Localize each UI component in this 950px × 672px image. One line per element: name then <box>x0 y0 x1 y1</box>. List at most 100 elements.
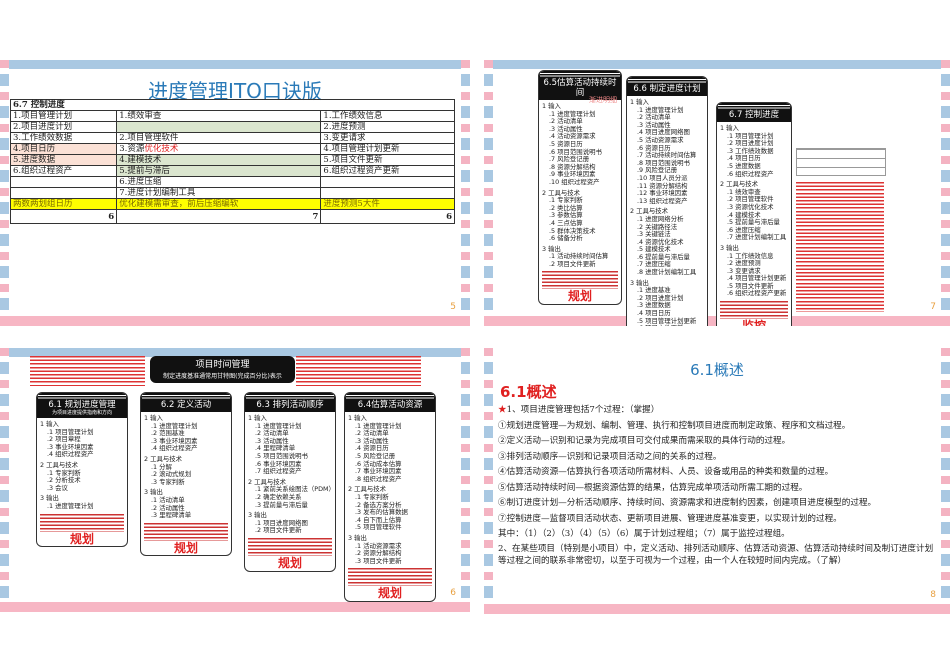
list-item: .2 进度预测 <box>727 259 761 268</box>
list-item: .1 项目管理计划 <box>727 131 774 140</box>
section-label: 1 输入 <box>248 414 267 422</box>
list-item: .1 进度管理计划 <box>355 421 402 430</box>
list-item: .2 活动清单 <box>637 113 671 122</box>
list-item: .5 项目管理计划更新 <box>637 316 697 325</box>
section-label: 2 工具与技术 <box>348 485 387 494</box>
table-heading: 6.7 控制进度 <box>10 99 455 111</box>
section-tools: 2 工具与技术.1 专家判断.2 类比估算.3 参数估算.4 三点估算.5 群体… <box>539 188 621 243</box>
section-inputs: 1 输入.1 项目管理计划.2 项目章程.3 事业环境因素.4 组织过程资产 <box>37 420 127 459</box>
list-item: .4 组织过程资产 <box>151 444 198 453</box>
list-item: .2 项目章程 <box>47 435 81 444</box>
frame-top <box>0 348 470 357</box>
list-item: .1 分解 <box>151 462 172 471</box>
section-outputs: 3 输出.1 进度基准.2 项目进度计划.3 进度数据.4 项目日历.5 项目管… <box>627 279 707 326</box>
line: ⑥制订进度计划—分析活动顺序、持续时间、资源需求和进度制约因素，创建项目进度模型… <box>498 497 877 508</box>
list-item: .9 事业环境因素 <box>549 170 596 179</box>
process-group-tag: 规划 <box>377 586 402 601</box>
cell: 6.组织过程资产 <box>9 165 118 177</box>
section-outputs: 3 输出.1 活动清单.2 活动属性.3 里程碑清单 <box>141 489 231 519</box>
section-label: 3 输出 <box>144 488 163 497</box>
list-item: .2 资源分解结构 <box>355 549 402 558</box>
frame-left <box>484 60 493 326</box>
list-item: .5 进度数据 <box>727 161 761 170</box>
center-subtitle: 制定进度基准通常用甘特图(完成百分比)表示 <box>163 373 282 380</box>
header-note <box>540 73 620 78</box>
section-label: 2 工具与技术 <box>542 188 581 197</box>
list-item: .2 项目进度计划 <box>727 139 774 148</box>
list-item: .3 提前量与滞后量 <box>255 500 308 509</box>
annotation-note <box>348 568 432 587</box>
list-item: .4 项目管理计划更新 <box>727 274 787 283</box>
list-item: .3 资源优化技术 <box>727 202 774 211</box>
list-item: .2 活动清单 <box>255 429 289 438</box>
slide-3: 项目时间管理 制定进度基准通常用甘特图(完成百分比)表示 6.1 规划进度管理为… <box>0 348 470 612</box>
list-item: .8 进度计划编制工具 <box>637 268 697 277</box>
annotation-note <box>40 513 124 532</box>
section-tools: 2 工具与技术.1 紧前关系绘图法（PDM）.2 确定依赖关系.3 提前量与滞后… <box>245 478 335 509</box>
cell: 5.进度数据 <box>9 154 118 166</box>
list-item: .7 事业环境因素 <box>355 467 402 476</box>
panel-title: 6.5估算活动持续时间 <box>543 78 617 98</box>
header-note <box>346 395 434 400</box>
list-item: .1 活动清单 <box>151 495 185 504</box>
list-item: .1 专家判断 <box>549 196 583 205</box>
annotation-notes <box>30 356 145 386</box>
list-item: .6 储备分析 <box>549 234 583 243</box>
time-management-header: 项目时间管理 制定进度基准通常用甘特图(完成百分比)表示 <box>150 356 295 383</box>
process-group-tag: 规划 <box>69 531 94 546</box>
page-number: 6 <box>450 588 456 598</box>
list-item: .3 专家判断 <box>151 477 185 486</box>
section-inputs: 1 输入.1 进度管理计划.2 活动清单.3 活动属性.4 里程碑清单.5 项目… <box>245 414 335 476</box>
list-item: .3 事业环境因素 <box>151 436 198 445</box>
cell: 2.进度预测 <box>320 121 455 133</box>
section-label: 2 工具与技术 <box>630 207 669 216</box>
section-tools: 2 工具与技术.1 分解.2 滚动式规划.3 专家判断 <box>141 455 231 486</box>
list-item: .1 进度管理计划 <box>151 421 198 430</box>
section-label: 1 输入 <box>144 414 163 422</box>
cell: 5.项目文件更新 <box>320 154 455 166</box>
list-item: .3 事业环境因素 <box>47 442 94 451</box>
list-item: .5 提前量与滞后量 <box>727 218 780 227</box>
panel-title: 6.1 规划进度管理 <box>48 400 116 410</box>
line: 2、在某些项目（特别是小项目）中，定义活动、排列活动顺序、估算活动资源、估算活动… <box>498 543 934 567</box>
list-item: .6 提前量与滞后量 <box>637 252 690 261</box>
side-note: 渐进明细 <box>589 96 617 104</box>
section-outputs: 3 输出.1 项目进度网络图.2 项目文件更新 <box>245 512 335 535</box>
section-tools: 2 工具与技术.1 绩效审查.2 项目管理软件.3 资源优化技术.4 建模技术.… <box>717 181 791 242</box>
list-item: .2 项目进度计划 <box>637 293 684 302</box>
section-inputs: 1 输入.1 进度管理计划.2 范围基准.3 事业环境因素.4 组织过程资产 <box>141 414 231 453</box>
list-item: .3 参数估算 <box>549 211 583 220</box>
list-item: .13 组织过程资产 <box>637 196 688 205</box>
cell-text: 3.资源 <box>119 144 145 154</box>
frame-bottom <box>0 316 470 326</box>
list-item: .2 项目文件更新 <box>255 526 302 535</box>
list-item: .2 类比估算 <box>549 203 583 212</box>
annotation-note <box>542 271 618 290</box>
header-note <box>38 395 126 400</box>
frame-left <box>484 348 493 614</box>
section-outputs: 3 输出.1 工作绩效信息.2 进度预测.3 变更请求.4 项目管理计划更新.5… <box>717 244 791 298</box>
list-item: .2 分析技术 <box>47 476 81 485</box>
list-item: .2 备选方案分析 <box>355 500 402 509</box>
list-item: .3 关键链法 <box>637 230 671 239</box>
list-item: .4 里程碑清单 <box>255 444 296 453</box>
list-item: .12 事业环境因素 <box>637 189 688 198</box>
list-item: .1 工作绩效信息 <box>727 251 774 260</box>
overview-text: ★1、项目进度管理包括7个过程：（掌握） ①规划进度管理—为规划、编制、管理、执… <box>498 403 934 568</box>
line: ★1、项目进度管理包括7个过程：（掌握） <box>498 403 934 419</box>
panel-header: 6.2 定义活动 <box>141 393 231 412</box>
list-item: .6 活动成本估算 <box>355 459 402 468</box>
list-item: .4 组织过程资产 <box>47 450 94 459</box>
list-item: .2 范围基准 <box>151 429 185 438</box>
header-note <box>246 395 334 400</box>
section-outputs: 3 输出.1 进度管理计划 <box>37 495 127 510</box>
process-panel: 6.2 定义活动 1 输入.1 进度管理计划.2 范围基准.3 事业环境因素.4 … <box>140 392 232 557</box>
list-item: .2 滚动式规划 <box>151 470 192 479</box>
list-item: .3 进度数据 <box>637 301 671 310</box>
list-item: .6 组织过程资产更新 <box>727 289 787 298</box>
section-label: 2 工具与技术 <box>40 460 79 469</box>
slide-4: 6.1概述 6.1概述 ★1、项目进度管理包括7个过程：（掌握） ①规划进度管理… <box>484 348 950 614</box>
frame-right <box>941 348 950 614</box>
